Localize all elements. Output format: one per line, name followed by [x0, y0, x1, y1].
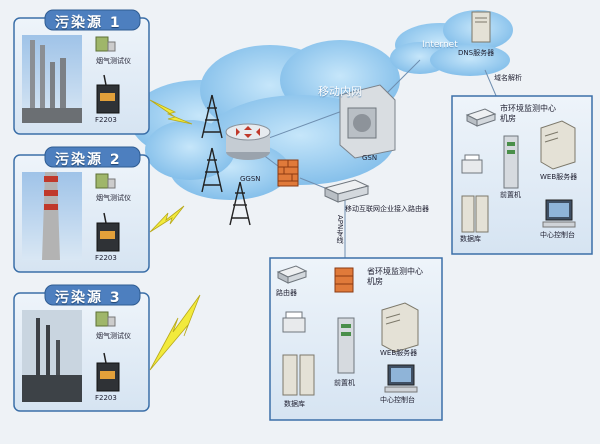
tower-1	[201, 94, 223, 139]
ggsn-label: GGSN	[240, 175, 261, 183]
source-title-1: 污染源 1	[55, 15, 122, 31]
terminal-label-3: F2203	[95, 394, 117, 402]
router-label: 路由器	[276, 289, 297, 297]
database-label: 数据库	[284, 400, 305, 408]
printer-device-2	[461, 154, 483, 174]
apn-router	[323, 179, 370, 203]
source-panel-1	[13, 9, 150, 135]
console-device	[384, 364, 418, 393]
front-processor-device	[337, 317, 355, 374]
console-label: 中心控制台	[380, 396, 415, 404]
lightning-3	[149, 294, 201, 371]
database-device	[282, 354, 315, 396]
source-title-3: 污染源 3	[55, 290, 122, 306]
front-processor-label-2: 前置机	[500, 191, 521, 199]
source-panel-2	[13, 146, 150, 273]
tower-2	[201, 147, 223, 193]
web-server-device-2	[540, 120, 576, 170]
apn-router-label: 移动互联网企业接入路由器	[345, 205, 429, 213]
gas-analyzer-1	[95, 36, 109, 52]
cell-towers	[201, 94, 251, 226]
wireless-links	[149, 99, 201, 371]
console-label-2: 中心控制台	[540, 231, 575, 239]
printer-device	[282, 311, 306, 333]
firewall-2	[334, 267, 354, 293]
source-panel-3	[13, 284, 150, 412]
web-server-device	[381, 302, 419, 353]
front-processor-label: 前置机	[334, 379, 355, 387]
dns-server-label: DNS服务器	[458, 49, 495, 57]
analyzer-label-1: 烟气测试仪	[96, 57, 131, 65]
web-server-label: WEB服务器	[380, 349, 418, 357]
gsn-label: GSN	[362, 154, 378, 162]
lightning-2	[149, 205, 185, 233]
terminal-label-2: F2203	[95, 254, 117, 262]
firewall	[277, 159, 299, 187]
database-label-2: 数据库	[460, 235, 481, 243]
source-title-2: 污染源 2	[55, 152, 122, 168]
provincial-center-panel	[269, 257, 443, 421]
remote-center-title: 市环境监测中心机房	[500, 104, 556, 124]
gsn-server	[339, 84, 396, 159]
provincial-center-title: 省环境监测中心机房	[367, 267, 423, 287]
apn-line-label: APN专线	[336, 215, 344, 244]
remote-center-panel	[451, 95, 593, 255]
terminal-label-1: F2203	[95, 116, 117, 124]
lightning-1	[149, 99, 193, 125]
web-server-label-2: WEB服务器	[540, 173, 578, 181]
front-processor-device-2	[503, 135, 519, 189]
ggsn-router	[225, 123, 271, 160]
internet-label: Internet	[422, 40, 458, 50]
database-device-2	[461, 195, 489, 233]
analyzer-label-3: 烟气测试仪	[96, 332, 131, 340]
router-device	[276, 265, 308, 284]
dns-server	[471, 11, 491, 43]
console-device-2	[542, 199, 576, 228]
gas-analyzer-2	[95, 173, 109, 189]
mobile-network-label: 移动内网	[318, 85, 362, 98]
gas-analyzer-3	[95, 311, 109, 327]
tower-3	[229, 181, 251, 226]
analyzer-label-2: 烟气测试仪	[96, 194, 131, 202]
domain-resolution-label: 域名解析	[494, 74, 522, 82]
router-device-2	[465, 108, 497, 127]
